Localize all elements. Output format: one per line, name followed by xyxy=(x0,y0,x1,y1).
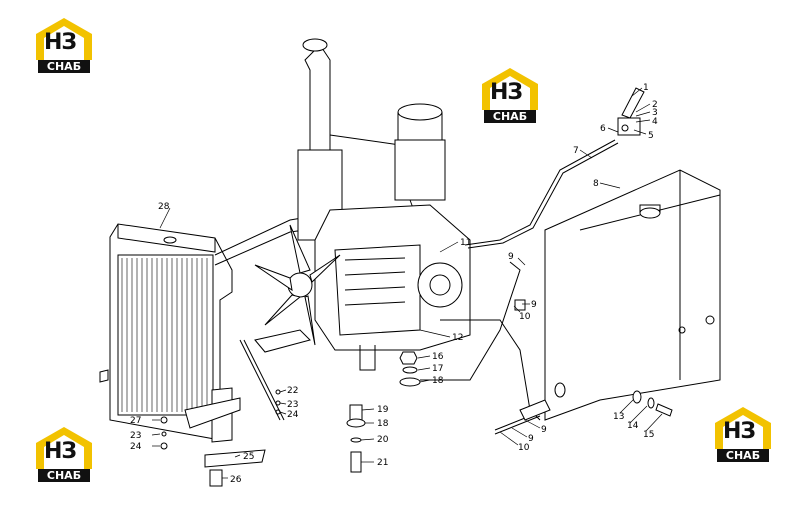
callout-2: 2 xyxy=(652,100,658,110)
callout-10b: 10 xyxy=(518,443,530,453)
logo-caption: СНАБ xyxy=(717,449,769,462)
mount-stack xyxy=(346,351,421,473)
callout-labels: 1 2 3 4 5 6 7 8 28 11 9 9 10 12 16 17 18… xyxy=(130,83,658,485)
logo-caption: СНАБ xyxy=(484,110,536,123)
fasteners-right xyxy=(494,299,673,435)
callout-9c: 9 xyxy=(541,425,547,435)
logo-caption: СНАБ xyxy=(38,60,90,73)
callout-28: 28 xyxy=(158,202,170,212)
callout-21: 21 xyxy=(377,458,388,468)
callout-6: 6 xyxy=(600,124,606,134)
control-cables xyxy=(420,139,619,421)
callout-3: 3 xyxy=(652,108,658,118)
callout-20: 20 xyxy=(377,435,389,445)
watermark-logo-top-center: НЗ СНАБ xyxy=(478,66,542,126)
callout-11: 11 xyxy=(460,238,471,248)
callout-19: 19 xyxy=(377,405,389,415)
callout-18b: 18 xyxy=(377,419,389,429)
callout-5: 5 xyxy=(648,131,654,141)
engine-block xyxy=(314,204,471,371)
mount-bracket-left xyxy=(184,339,285,487)
watermark-logo-bottom-right: НЗ СНАБ xyxy=(711,405,775,465)
watermark-logo-bottom-left: НЗ СНАБ xyxy=(32,425,96,485)
logo-mark: НЗ xyxy=(44,439,77,464)
callout-27: 27 xyxy=(130,416,141,426)
logo-house-icon xyxy=(36,18,92,60)
logo-house-icon xyxy=(482,68,538,110)
logo-caption: СНАБ xyxy=(38,469,90,482)
callout-23a: 23 xyxy=(287,400,298,410)
callout-4: 4 xyxy=(652,117,658,127)
callout-26: 26 xyxy=(230,475,242,485)
callout-9d: 9 xyxy=(528,434,534,444)
callout-8: 8 xyxy=(593,179,599,189)
callout-14: 14 xyxy=(627,421,639,431)
logo-mark: НЗ xyxy=(44,30,77,55)
callout-12: 12 xyxy=(452,333,463,343)
callout-9a: 9 xyxy=(508,252,514,262)
callout-15: 15 xyxy=(643,430,654,440)
air-cleaner xyxy=(394,103,446,241)
callout-18a: 18 xyxy=(432,376,444,386)
callout-23b: 23 xyxy=(130,431,141,441)
logo-house-icon xyxy=(36,427,92,469)
callout-13: 13 xyxy=(613,412,624,422)
callout-7: 7 xyxy=(573,146,579,156)
callout-1: 1 xyxy=(643,83,649,93)
callout-9b: 9 xyxy=(531,300,537,310)
callout-24b: 24 xyxy=(130,442,142,452)
callout-10a: 10 xyxy=(519,312,531,322)
callout-24a: 24 xyxy=(287,410,299,420)
radiator xyxy=(99,223,233,443)
leader-lines xyxy=(151,87,663,479)
callout-25: 25 xyxy=(243,452,254,462)
callout-17: 17 xyxy=(432,364,443,374)
logo-mark: НЗ xyxy=(490,80,523,105)
throttle-pedal xyxy=(617,87,645,136)
logo-house-icon xyxy=(715,407,771,449)
logo-mark: НЗ xyxy=(723,419,756,444)
watermark-logo-top-left: НЗ СНАБ xyxy=(32,16,96,76)
callout-16: 16 xyxy=(432,352,444,362)
fuel-tank xyxy=(544,169,721,421)
callout-22: 22 xyxy=(287,386,298,396)
cooling-fan xyxy=(254,224,341,346)
radiator-hoses xyxy=(214,214,321,353)
